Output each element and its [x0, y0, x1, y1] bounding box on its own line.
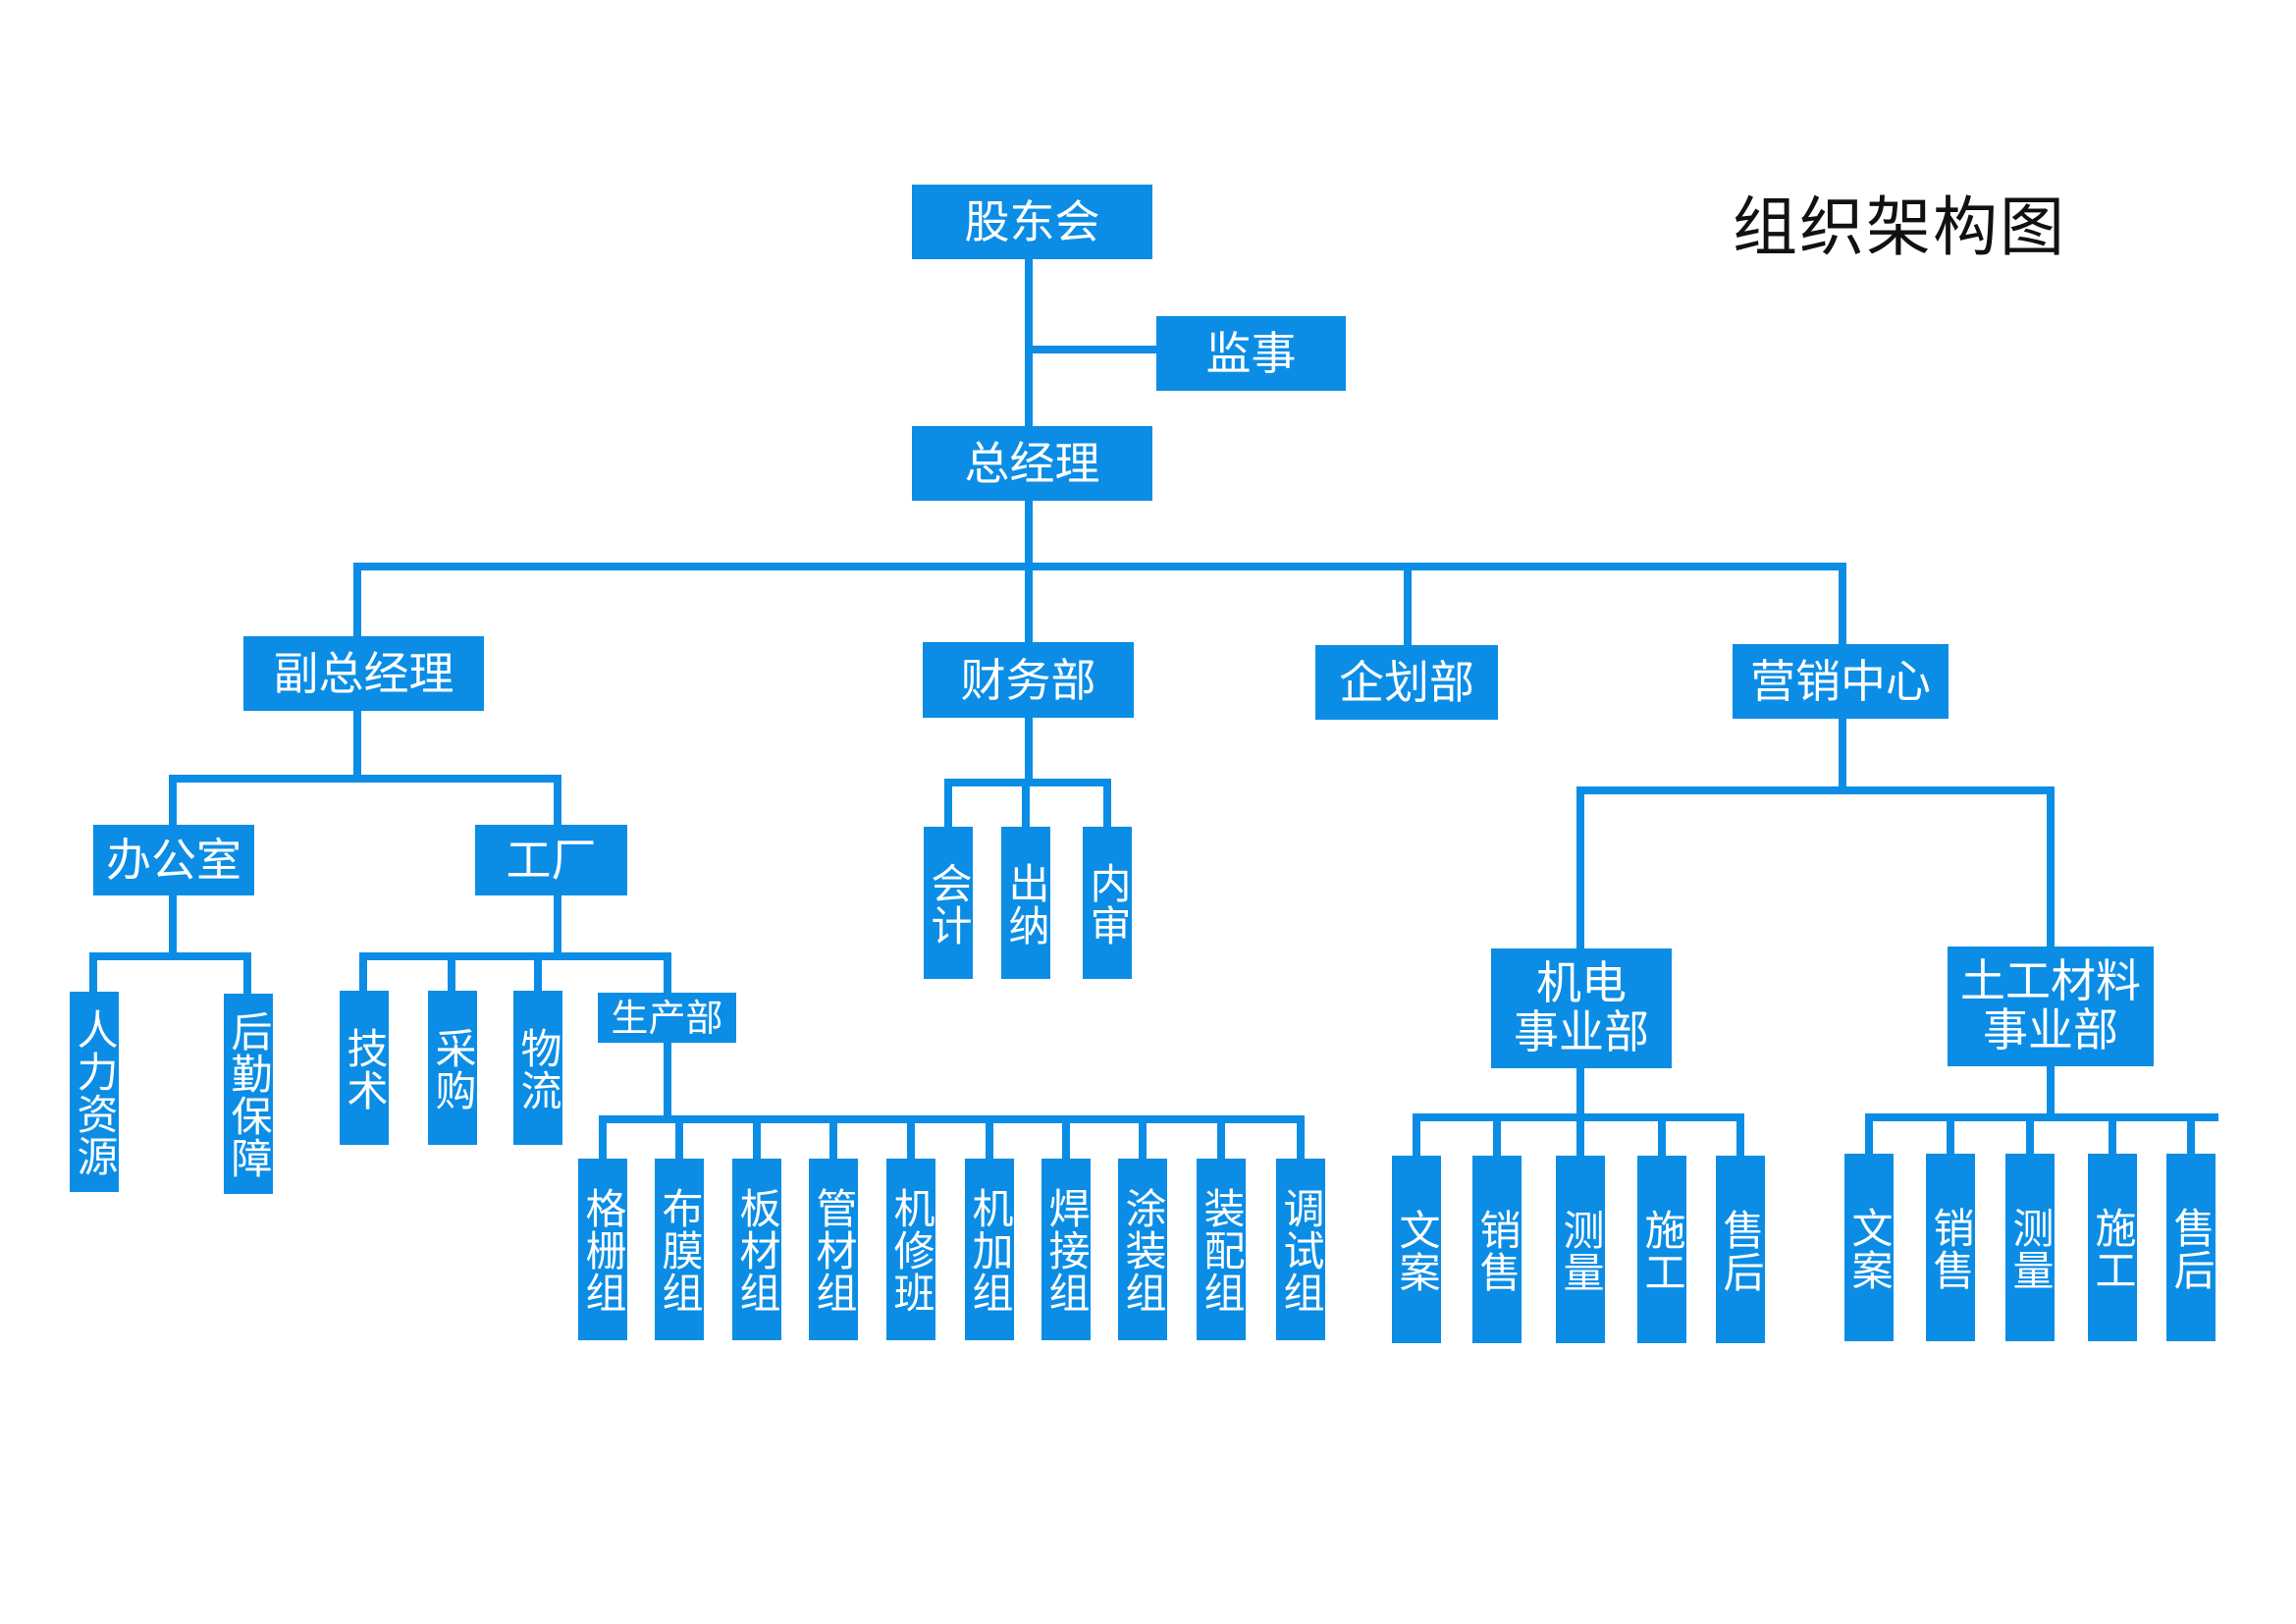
node-office[interactable]: 办公室	[93, 825, 254, 895]
node-gm-sub[interactable]: 文案	[1844, 1154, 1894, 1341]
node-prod-group[interactable]: 调试组	[1276, 1159, 1325, 1340]
node-logistics-support[interactable]: 后勤保障	[224, 994, 273, 1194]
node-gm-sub[interactable]: 销售	[1926, 1154, 1975, 1341]
node-supervisor[interactable]: 监事	[1156, 316, 1346, 391]
node-mech-elec-division[interactable]: 机电 事业部	[1491, 948, 1672, 1068]
node-prod-group[interactable]: 装配组	[1197, 1159, 1246, 1340]
node-gm-sub[interactable]: 测量	[2005, 1154, 2055, 1341]
node-purchase[interactable]: 采购	[428, 991, 477, 1145]
node-prod-group[interactable]: 格栅组	[578, 1159, 627, 1340]
node-me-sub[interactable]: 测量	[1556, 1156, 1605, 1343]
node-accounting[interactable]: 会计	[924, 827, 973, 979]
node-me-sub[interactable]: 施工	[1637, 1156, 1686, 1343]
node-prod-group[interactable]: 板材组	[732, 1159, 781, 1340]
node-prod-group[interactable]: 涂装组	[1118, 1159, 1167, 1340]
node-shareholders[interactable]: 股东会	[912, 185, 1152, 259]
node-finance[interactable]: 财务部	[923, 642, 1134, 718]
node-geo-material-division[interactable]: 土工材料 事业部	[1948, 947, 2154, 1066]
node-gm-sub[interactable]: 施工	[2088, 1154, 2137, 1341]
node-production[interactable]: 生产部	[598, 993, 736, 1043]
node-prod-group[interactable]: 机加组	[965, 1159, 1014, 1340]
node-logistics[interactable]: 物流	[513, 991, 562, 1145]
node-hr[interactable]: 人力资源	[70, 992, 119, 1192]
node-planning[interactable]: 企划部	[1315, 645, 1498, 720]
page-title: 组织架构图	[1733, 189, 2066, 265]
node-me-sub[interactable]: 文案	[1392, 1156, 1441, 1343]
node-factory[interactable]: 工厂	[475, 825, 627, 895]
node-deputy-gm[interactable]: 副总经理	[243, 636, 484, 711]
node-gm-sub[interactable]: 售后	[2166, 1154, 2216, 1341]
node-me-sub[interactable]: 售后	[1716, 1156, 1765, 1343]
node-tech[interactable]: 技术	[340, 991, 389, 1145]
node-cashier[interactable]: 出纳	[1001, 827, 1050, 979]
node-audit[interactable]: 内审	[1083, 827, 1132, 979]
node-prod-group[interactable]: 管材组	[809, 1159, 858, 1340]
node-marketing[interactable]: 营销中心	[1733, 644, 1949, 719]
node-general-manager[interactable]: 总经理	[912, 426, 1152, 501]
node-me-sub[interactable]: 销售	[1472, 1156, 1522, 1343]
node-prod-group[interactable]: 机修班	[886, 1159, 935, 1340]
node-prod-group[interactable]: 焊接组	[1041, 1159, 1091, 1340]
node-prod-group[interactable]: 布膜组	[655, 1159, 704, 1340]
